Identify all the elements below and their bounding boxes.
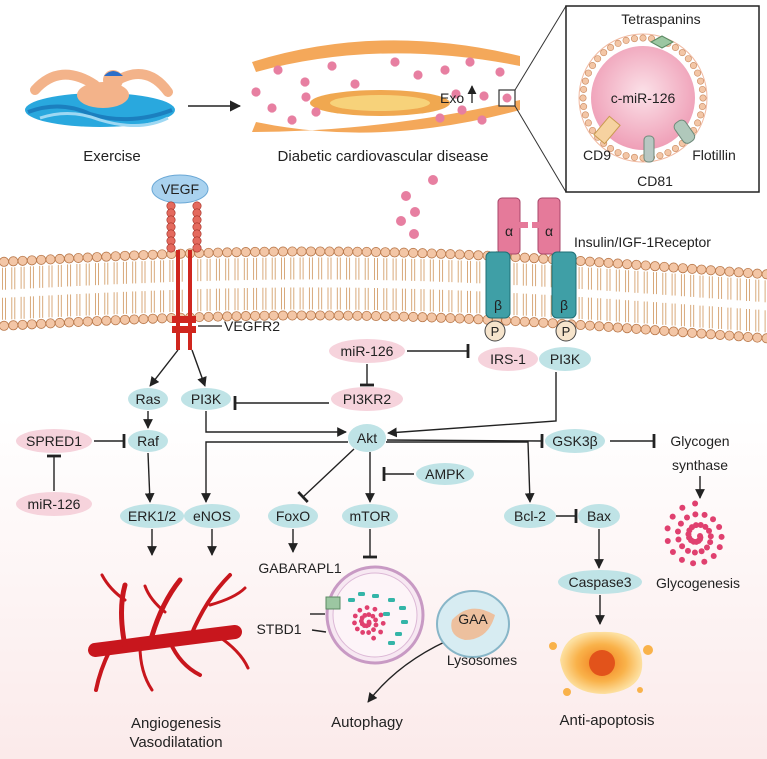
lysosome: [436, 590, 510, 658]
node-erk: ERK1/2: [120, 504, 184, 528]
autophagosome: [325, 565, 425, 665]
exercise-label: Exercise: [83, 148, 141, 165]
node-akt: Akt: [348, 424, 386, 452]
vessel-section-illustration: [252, 40, 520, 133]
glycogen-granule: [664, 500, 725, 567]
node-pi3kr2: PI3KR2: [331, 387, 403, 411]
vegfr2-label: VEGFR2: [224, 318, 280, 334]
flotillin-label: Flotillin: [692, 147, 736, 163]
svg-text:Bcl-2: Bcl-2: [514, 508, 546, 524]
gabarapl1-label: GABARAPL1: [258, 560, 341, 576]
node-enos: eNOS: [184, 504, 240, 528]
svg-text:PI3K: PI3K: [191, 391, 222, 407]
autophagosome-cargo: [348, 592, 408, 645]
beta-left-label: β: [494, 297, 502, 313]
blood-vessel-illustration: [88, 573, 250, 692]
svg-text:PI3K: PI3K: [550, 351, 581, 367]
node-raf: Raf: [128, 430, 168, 452]
svg-text:Caspase3: Caspase3: [568, 574, 631, 590]
vegf-label: VEGF: [161, 181, 199, 197]
node-gsk3b: GSK3β: [545, 429, 605, 453]
svg-text:SPRED1: SPRED1: [26, 433, 82, 449]
glycogen-synthase-label-line2: synthase: [672, 457, 728, 473]
phospho-left-label: P: [491, 324, 500, 339]
pathway-edges: [47, 344, 705, 703]
node-pi3k-left: PI3K: [181, 388, 231, 410]
svg-text:AMPK: AMPK: [425, 466, 465, 482]
svg-text:Ras: Ras: [136, 391, 161, 407]
vegfr2-domains: [166, 201, 202, 253]
node-ampk: AMPK: [416, 463, 474, 485]
vasodilatation-label: Vasodilatation: [129, 734, 222, 751]
svg-text:miR-126: miR-126: [28, 496, 81, 512]
swimmer-illustration: [25, 69, 175, 128]
node-spred1: SPRED1: [16, 429, 92, 453]
svg-text:IRS-1: IRS-1: [490, 351, 526, 367]
cell-membrane: [0, 246, 767, 344]
svg-text:eNOS: eNOS: [193, 508, 231, 524]
node-mir126-left: miR-126: [16, 492, 92, 516]
disease-label: Diabetic cardiovascular disease: [278, 148, 489, 165]
node-mtor: mTOR: [342, 504, 398, 528]
node-bcl2: Bcl-2: [504, 504, 556, 528]
lysosomes-label: Lysosomes: [447, 652, 517, 668]
svg-text:Akt: Akt: [357, 430, 377, 446]
node-pi3k-right: PI3K: [539, 347, 591, 371]
svg-text:PI3KR2: PI3KR2: [343, 391, 391, 407]
anti-apoptosis-label: Anti-apoptosis: [559, 712, 654, 729]
vegf-ligand: [151, 174, 209, 204]
svg-text:FoxO: FoxO: [276, 508, 310, 524]
node-caspase3: Caspase3: [558, 570, 642, 594]
vegfr2-receptor: [172, 250, 196, 350]
node-mir126-top: miR-126: [329, 339, 405, 363]
node-irs1: IRS-1: [478, 347, 538, 371]
gaa-label: GAA: [458, 611, 488, 627]
glycogen-synthase-label-line1: Glycogen: [670, 433, 729, 449]
exo-label: Exo: [440, 90, 464, 106]
angiogenesis-label: Angiogenesis: [131, 715, 221, 732]
alpha-right-label: α: [545, 223, 553, 239]
svg-text:Raf: Raf: [137, 433, 159, 449]
exosome-illustration: [578, 33, 708, 163]
tetraspanins-label: Tetraspanins: [621, 11, 700, 27]
c-mir-126-label: c-miR-126: [611, 90, 676, 106]
glycogenesis-label: Glycogenesis: [656, 575, 740, 591]
exosome-particles: [251, 57, 505, 125]
autophagy-label: Autophagy: [331, 714, 403, 731]
alpha-left-label: α: [505, 223, 513, 239]
exosome-membrane-proteins: [593, 35, 696, 163]
beta-right-label: β: [560, 297, 568, 313]
phospho-right-label: P: [562, 324, 571, 339]
cd81-label: CD81: [637, 173, 673, 189]
stbd1-label: STBD1: [256, 621, 301, 637]
svg-text:ERK1/2: ERK1/2: [128, 508, 176, 524]
node-bax: Bax: [578, 504, 620, 528]
cd9-label: CD9: [583, 147, 611, 163]
svg-text:GSK3β: GSK3β: [552, 433, 597, 449]
insulin-receptor: [484, 197, 577, 342]
exosome-release-dots: [396, 175, 438, 239]
node-foxo: FoxO: [268, 504, 318, 528]
node-ras: Ras: [128, 388, 168, 410]
apoptotic-cell: [549, 631, 653, 696]
insulin-receptor-label: Insulin/IGF-1Receptor: [574, 234, 711, 250]
svg-text:mTOR: mTOR: [350, 508, 391, 524]
svg-text:Bax: Bax: [587, 508, 611, 524]
svg-text:miR-126: miR-126: [341, 343, 394, 359]
